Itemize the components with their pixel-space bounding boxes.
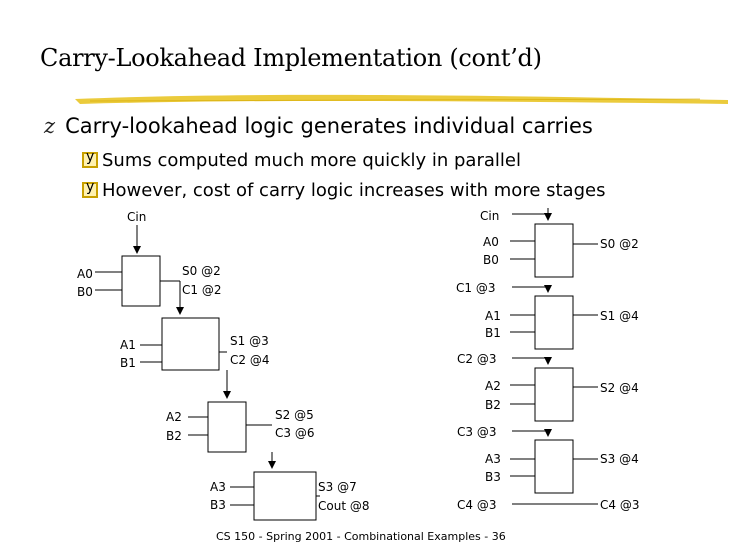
lookahead-c1-label: C1 @3 [456, 281, 495, 295]
sub-bullet-1: Sums computed much more quickly in paral… [82, 149, 521, 171]
lookahead-c2-label: C2 @3 [457, 352, 496, 366]
ripple-b3-label: B3 [210, 498, 226, 512]
lookahead-cin-label: Cin [480, 209, 499, 223]
lookahead-adder-2 [534, 367, 574, 422]
ripple-a3-label: A3 [210, 480, 226, 494]
lookahead-b1-label: B1 [485, 326, 501, 340]
lookahead-a1-label: A1 [485, 309, 501, 323]
ripple-b0-label: B0 [77, 285, 93, 299]
lookahead-adder-0 [534, 223, 574, 278]
ripple-c1-label: C1 @2 [182, 283, 221, 297]
lookahead-adder-1 [534, 295, 574, 350]
ripple-a2-label: A2 [166, 410, 182, 424]
ripple-labels: Cin A0 B0 S0 @2 C1 @2 A1 B1 S1 @3 C2 @4 … [77, 210, 369, 513]
lookahead-b0-label: B0 [483, 253, 499, 267]
main-bullet-text: Carry-lookahead logic generates individu… [65, 114, 593, 138]
lookahead-c4-out-label: C4 @3 [600, 498, 639, 512]
lookahead-s2-label: S2 @4 [600, 381, 639, 395]
ripple-b2-label: B2 [166, 429, 182, 443]
ripple-s3-label: S3 @7 [318, 480, 357, 494]
ripple-carry-diagram [95, 225, 320, 521]
lookahead-s3-label: S3 @4 [600, 452, 639, 466]
lookahead-a0-label: A0 [483, 235, 499, 249]
title-underline [75, 94, 728, 104]
ripple-s1-label: S1 @3 [230, 334, 269, 348]
ripple-cout-label: Cout @8 [318, 499, 369, 513]
ripple-a0-label: A0 [77, 267, 93, 281]
ripple-s0-label: S0 @2 [182, 264, 221, 278]
slide-footer: CS 150 - Spring 2001 - Combinational Exa… [216, 530, 506, 543]
lookahead-s1-label: S1 @4 [600, 309, 639, 323]
lookahead-diagram [510, 208, 598, 505]
ripple-c3-label: C3 @6 [275, 426, 314, 440]
ripple-s2-label: S2 @5 [275, 408, 314, 422]
slide-title: Carry-Lookahead Implementation (cont’d) [40, 44, 542, 72]
ripple-adder-2 [207, 401, 247, 453]
ripple-b1-label: B1 [120, 356, 136, 370]
lookahead-s0-label: S0 @2 [600, 237, 639, 251]
ripple-cin-label: Cin [127, 210, 146, 224]
lookahead-c3-label: C3 @3 [457, 425, 496, 439]
ripple-adder-3 [253, 471, 317, 521]
lookahead-b2-label: B2 [485, 398, 501, 412]
lookahead-adder-3 [534, 439, 574, 494]
lookahead-a2-label: A2 [485, 379, 501, 393]
ripple-a1-label: A1 [120, 338, 136, 352]
lookahead-c4-label: C4 @3 [457, 498, 496, 512]
ripple-adder-0 [121, 255, 161, 307]
lookahead-a3-label: A3 [485, 452, 501, 466]
sub-bullet-1-text: Sums computed much more quickly in paral… [102, 150, 521, 171]
ripple-c2-label: C2 @4 [230, 353, 269, 367]
sub-bullet-2-text: However, cost of carry logic increases w… [102, 180, 606, 201]
lookahead-b3-label: B3 [485, 470, 501, 484]
lookahead-labels: Cin A0 B0 S0 @2 C1 @3 A1 B1 S1 @4 C2 @3 … [456, 209, 639, 512]
bullet-y-icon [82, 149, 98, 168]
bullet-y-icon [82, 179, 98, 198]
ripple-adder-1 [161, 317, 220, 371]
bullet-z-icon: z [44, 114, 56, 138]
main-bullet: z Carry-lookahead logic generates individ… [44, 114, 593, 138]
sub-bullet-2: However, cost of carry logic increases w… [82, 179, 606, 201]
